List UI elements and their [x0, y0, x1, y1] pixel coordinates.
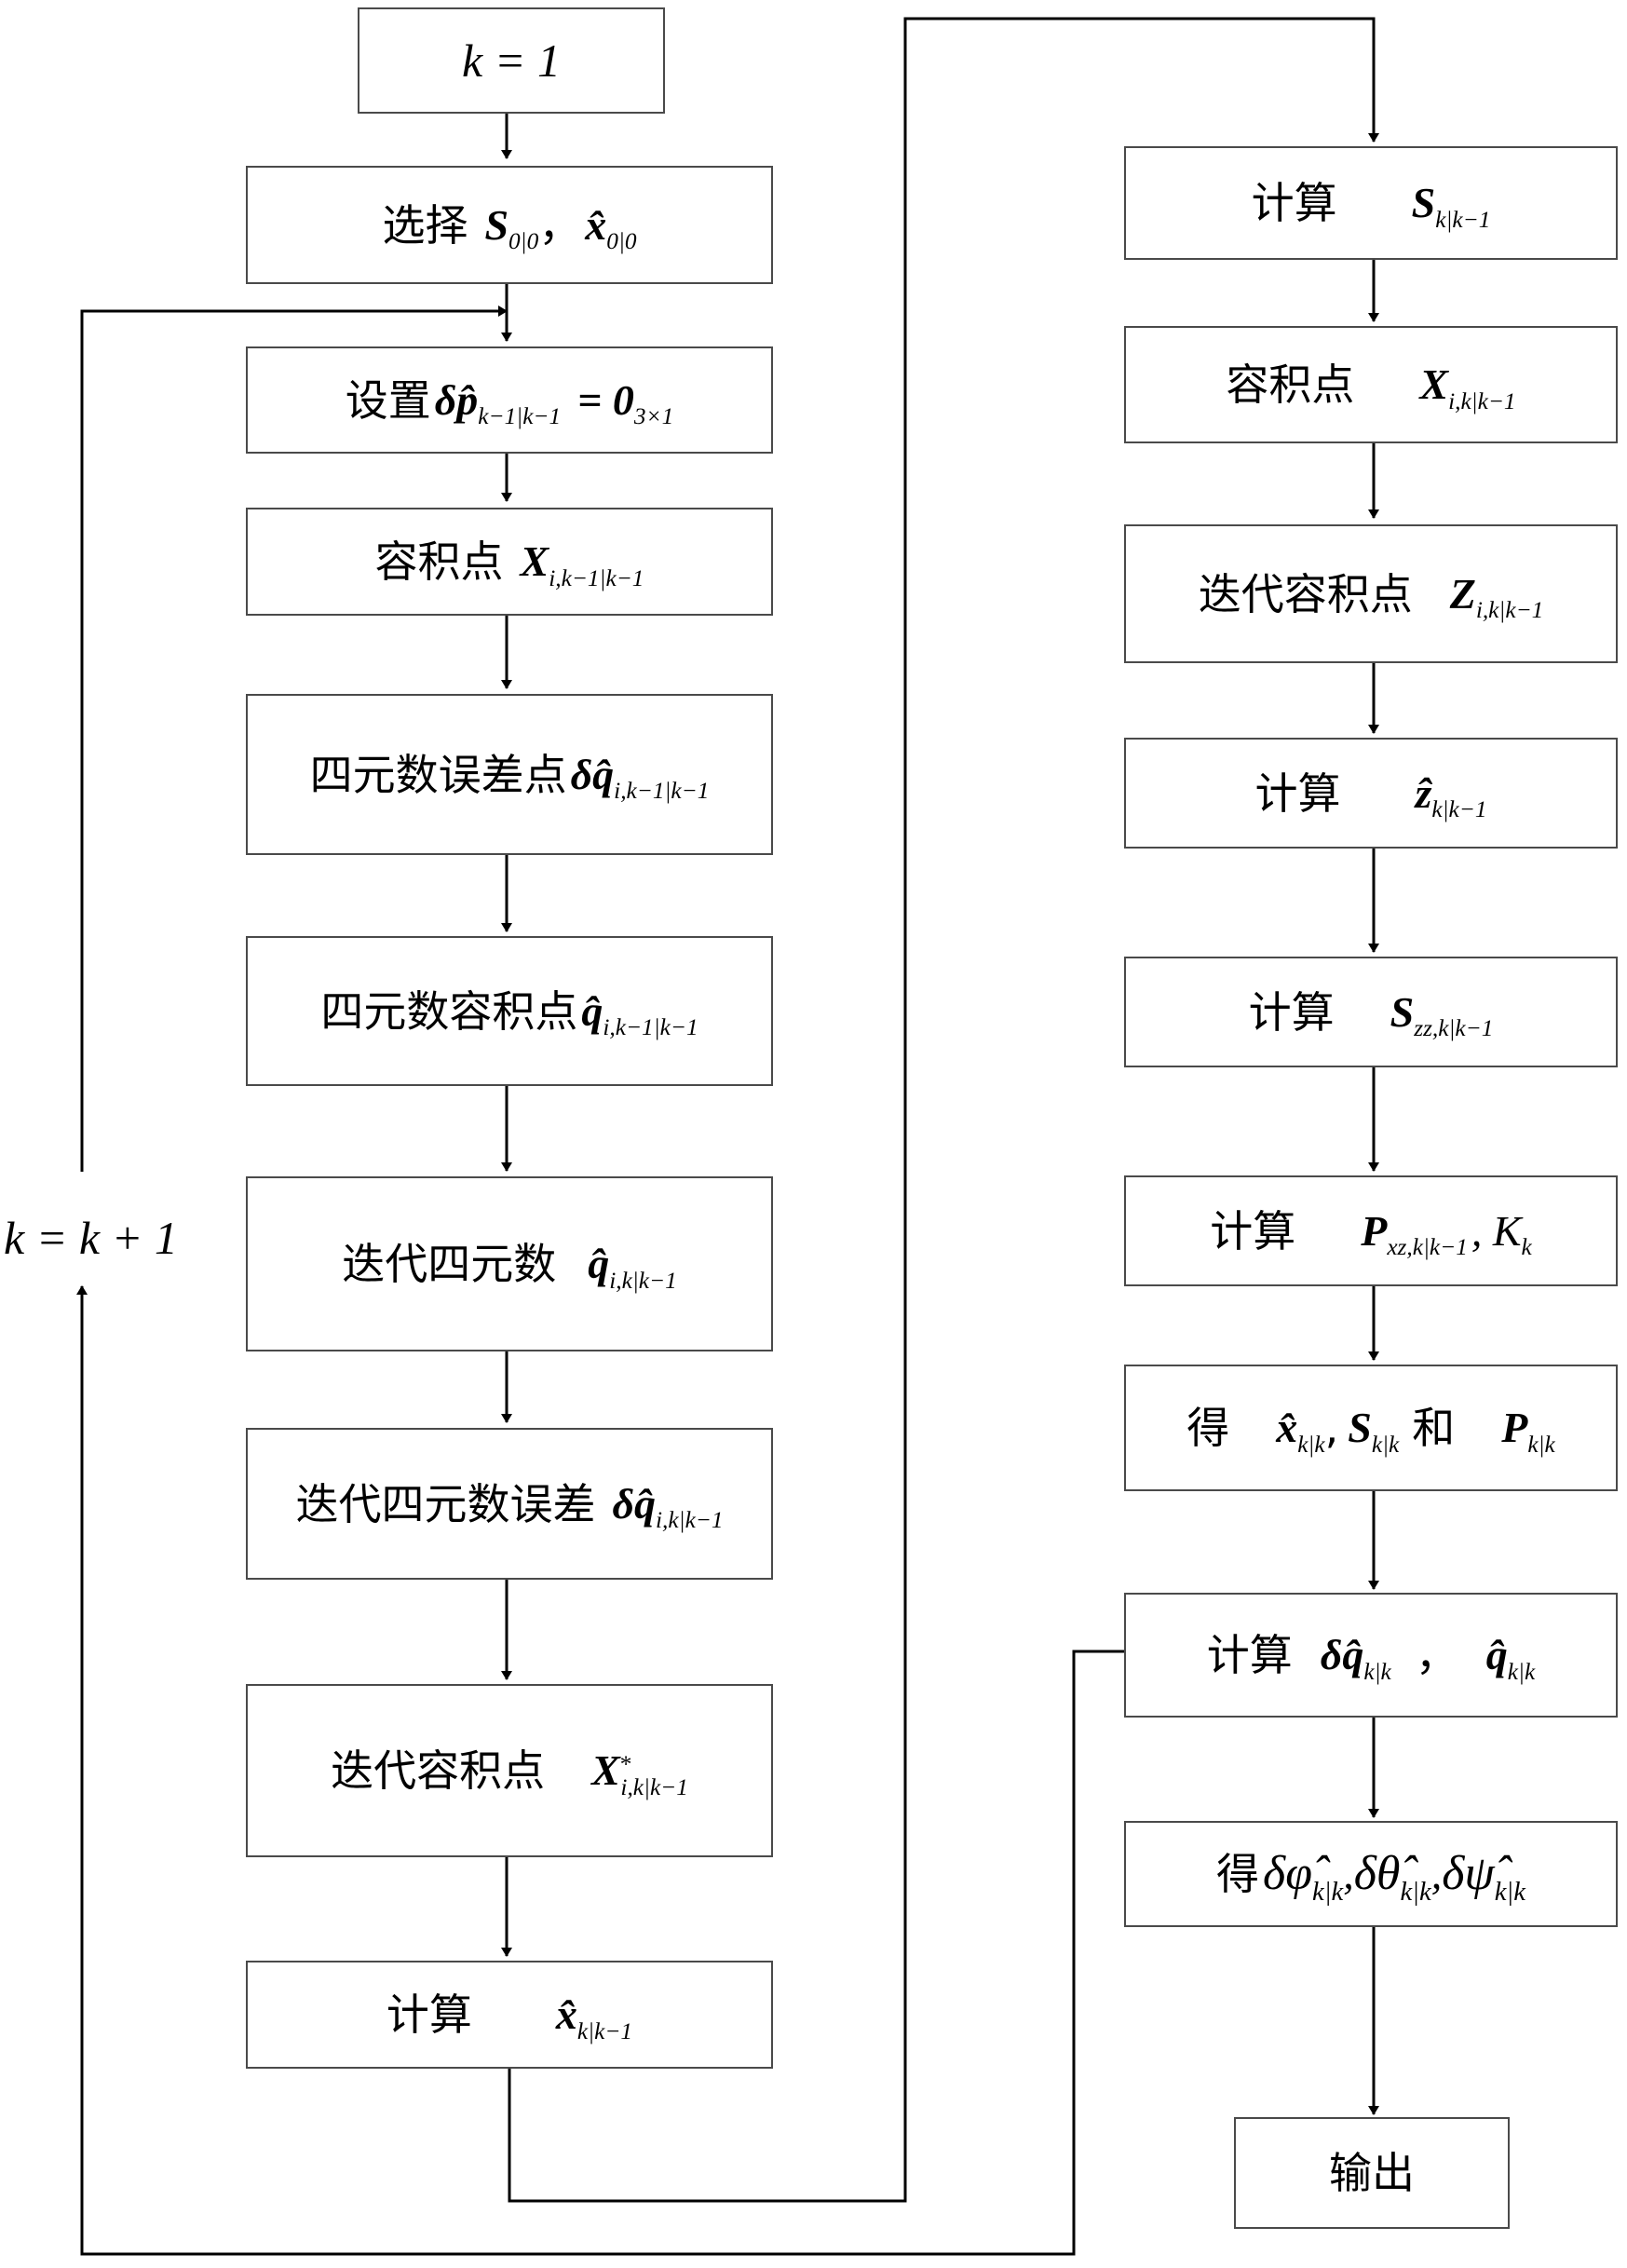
- quaternion-error-point-label: 四元数误差点: [310, 754, 567, 796]
- select-label: 选择: [382, 204, 468, 247]
- zhat-symbol: ẑk|k−1: [1415, 772, 1486, 815]
- s00-symbol: S0|0: [484, 204, 538, 247]
- quaternion-cubature-box: 四元数容积点 q̂i,k−1|k−1: [246, 936, 773, 1086]
- cubature-label-2: 容积点: [1226, 363, 1354, 406]
- iterated-cubature-Z-box: 迭代容积点 Zi,k|k−1: [1124, 524, 1618, 663]
- iterated-quaternion-label: 迭代四元数: [342, 1243, 556, 1285]
- dq-iter-symbol: δq̂i,k|k−1: [612, 1483, 723, 1526]
- set-dp-zero-box: 设置 δp̂k−1|k−1 = 03×1: [246, 346, 773, 454]
- obtain-angles-box: 得 δφ̂k|k , δθ̂k|k , δψ̂k|k: [1124, 1821, 1618, 1927]
- compute-label-1: 计算: [1252, 182, 1337, 224]
- quaternion-error-point-box: 四元数误差点 δq̂i,k−1|k−1: [246, 694, 773, 855]
- set-label: 设置: [346, 379, 431, 422]
- xhat-pred-symbol: x̂k|k−1: [556, 1993, 632, 2036]
- q-iter-symbol: q̂i,k|k−1: [588, 1243, 676, 1285]
- compute-label-3: 计算: [1249, 991, 1335, 1034]
- iterated-quaternion-box: 迭代四元数 q̂i,k|k−1: [246, 1176, 773, 1351]
- K-gain-symbol: , Kk: [1471, 1210, 1532, 1253]
- dtheta-symbol: δθ̂k|k: [1354, 1850, 1431, 1898]
- Z-symbol: Zi,k|k−1: [1450, 573, 1544, 616]
- X-cubature-symbol: Xi,k−1|k−1: [521, 540, 644, 583]
- compute-label-4: 计算: [1210, 1210, 1295, 1253]
- cubature-point-k-box: 容积点 Xi,k|k−1: [1124, 326, 1618, 443]
- compute-Szz-box: 计算 Szz,k|k−1: [1124, 957, 1618, 1067]
- dq-post-symbol: δq̂k|k: [1321, 1634, 1391, 1677]
- obtain-label: 得: [1186, 1406, 1229, 1449]
- compute-S-box: 计算 Sk|k−1: [1124, 146, 1618, 260]
- dp-symbol: δp̂k−1|k−1: [435, 379, 561, 422]
- comma-b: ,: [1431, 1853, 1443, 1895]
- select-initial-box: 选择 S0|0 ， x̂0|0: [246, 166, 773, 284]
- iterated-cubature-label: 迭代容积点: [331, 1749, 545, 1792]
- X-k-symbol: Xi,k|k−1: [1419, 363, 1515, 406]
- quaternion-cubature-label: 四元数容积点: [320, 990, 577, 1033]
- loop-label: k = k + 1: [4, 1211, 178, 1265]
- comma-sep-3: ，: [1416, 1634, 1458, 1677]
- q-post-symbol: q̂k|k: [1486, 1634, 1535, 1677]
- cubature-point-box: 容积点 Xi,k−1|k−1: [246, 508, 773, 616]
- obtain-estimates-box: 得 x̂k|k , Sk|k 和 Pk|k: [1124, 1365, 1618, 1491]
- P-post-symbol: Pk|k: [1501, 1406, 1555, 1449]
- compute-zhat-box: 计算 ẑk|k−1: [1124, 738, 1618, 849]
- dphi-symbol: δφ̂k|k: [1263, 1850, 1343, 1898]
- compute-label-5: 计算: [1207, 1634, 1293, 1677]
- comma-a: ,: [1343, 1853, 1354, 1895]
- Szz-symbol: Szz,k|k−1: [1390, 991, 1494, 1034]
- iterated-quaternion-error-box: 迭代四元数误差 δq̂i,k|k−1: [246, 1428, 773, 1580]
- x00-symbol: x̂0|0: [585, 204, 636, 247]
- init-k-box: k = 1: [358, 7, 665, 114]
- output-box: 输出: [1234, 2117, 1510, 2229]
- compute-dq-q-box: 计算 δq̂k|k ， q̂k|k: [1124, 1593, 1618, 1718]
- dq-symbol: δq̂i,k−1|k−1: [571, 754, 710, 796]
- q-cubature-symbol: q̂i,k−1|k−1: [581, 990, 698, 1033]
- iterated-cubature-label-2: 迭代容积点: [1199, 573, 1413, 616]
- dpsi-symbol: δψ̂k|k: [1442, 1850, 1525, 1898]
- S-pred-symbol: Sk|k−1: [1412, 182, 1491, 224]
- x-post-symbol: x̂k|k: [1276, 1406, 1324, 1449]
- and-label: 和: [1412, 1406, 1455, 1449]
- S-post-symbol: Sk|k: [1348, 1406, 1399, 1449]
- X-star-symbol: X*i,k|k−1: [591, 1749, 688, 1792]
- eq-zero-symbol: = 03×1: [577, 379, 673, 422]
- output-label: 输出: [1329, 2152, 1415, 2194]
- iterated-cubature-box: 迭代容积点 X*i,k|k−1: [246, 1684, 773, 1857]
- iterated-quaternion-error-label: 迭代四元数误差: [295, 1483, 595, 1526]
- Pxz-symbol: Pxz,k|k−1: [1361, 1210, 1468, 1253]
- k-eq-1-text: k = 1: [462, 37, 561, 84]
- cubature-label: 容积点: [375, 540, 504, 583]
- obtain-label-2: 得: [1216, 1853, 1259, 1895]
- compute-label-left: 计算: [386, 1993, 472, 2036]
- compute-label-2: 计算: [1254, 772, 1340, 815]
- comma-sep: ，: [538, 204, 581, 247]
- compute-Pxz-K-box: 计算 Pxz,k|k−1 , Kk: [1124, 1175, 1618, 1286]
- compute-xhat-box: 计算 x̂k|k−1: [246, 1961, 773, 2069]
- comma-sep-2: ,: [1325, 1406, 1339, 1449]
